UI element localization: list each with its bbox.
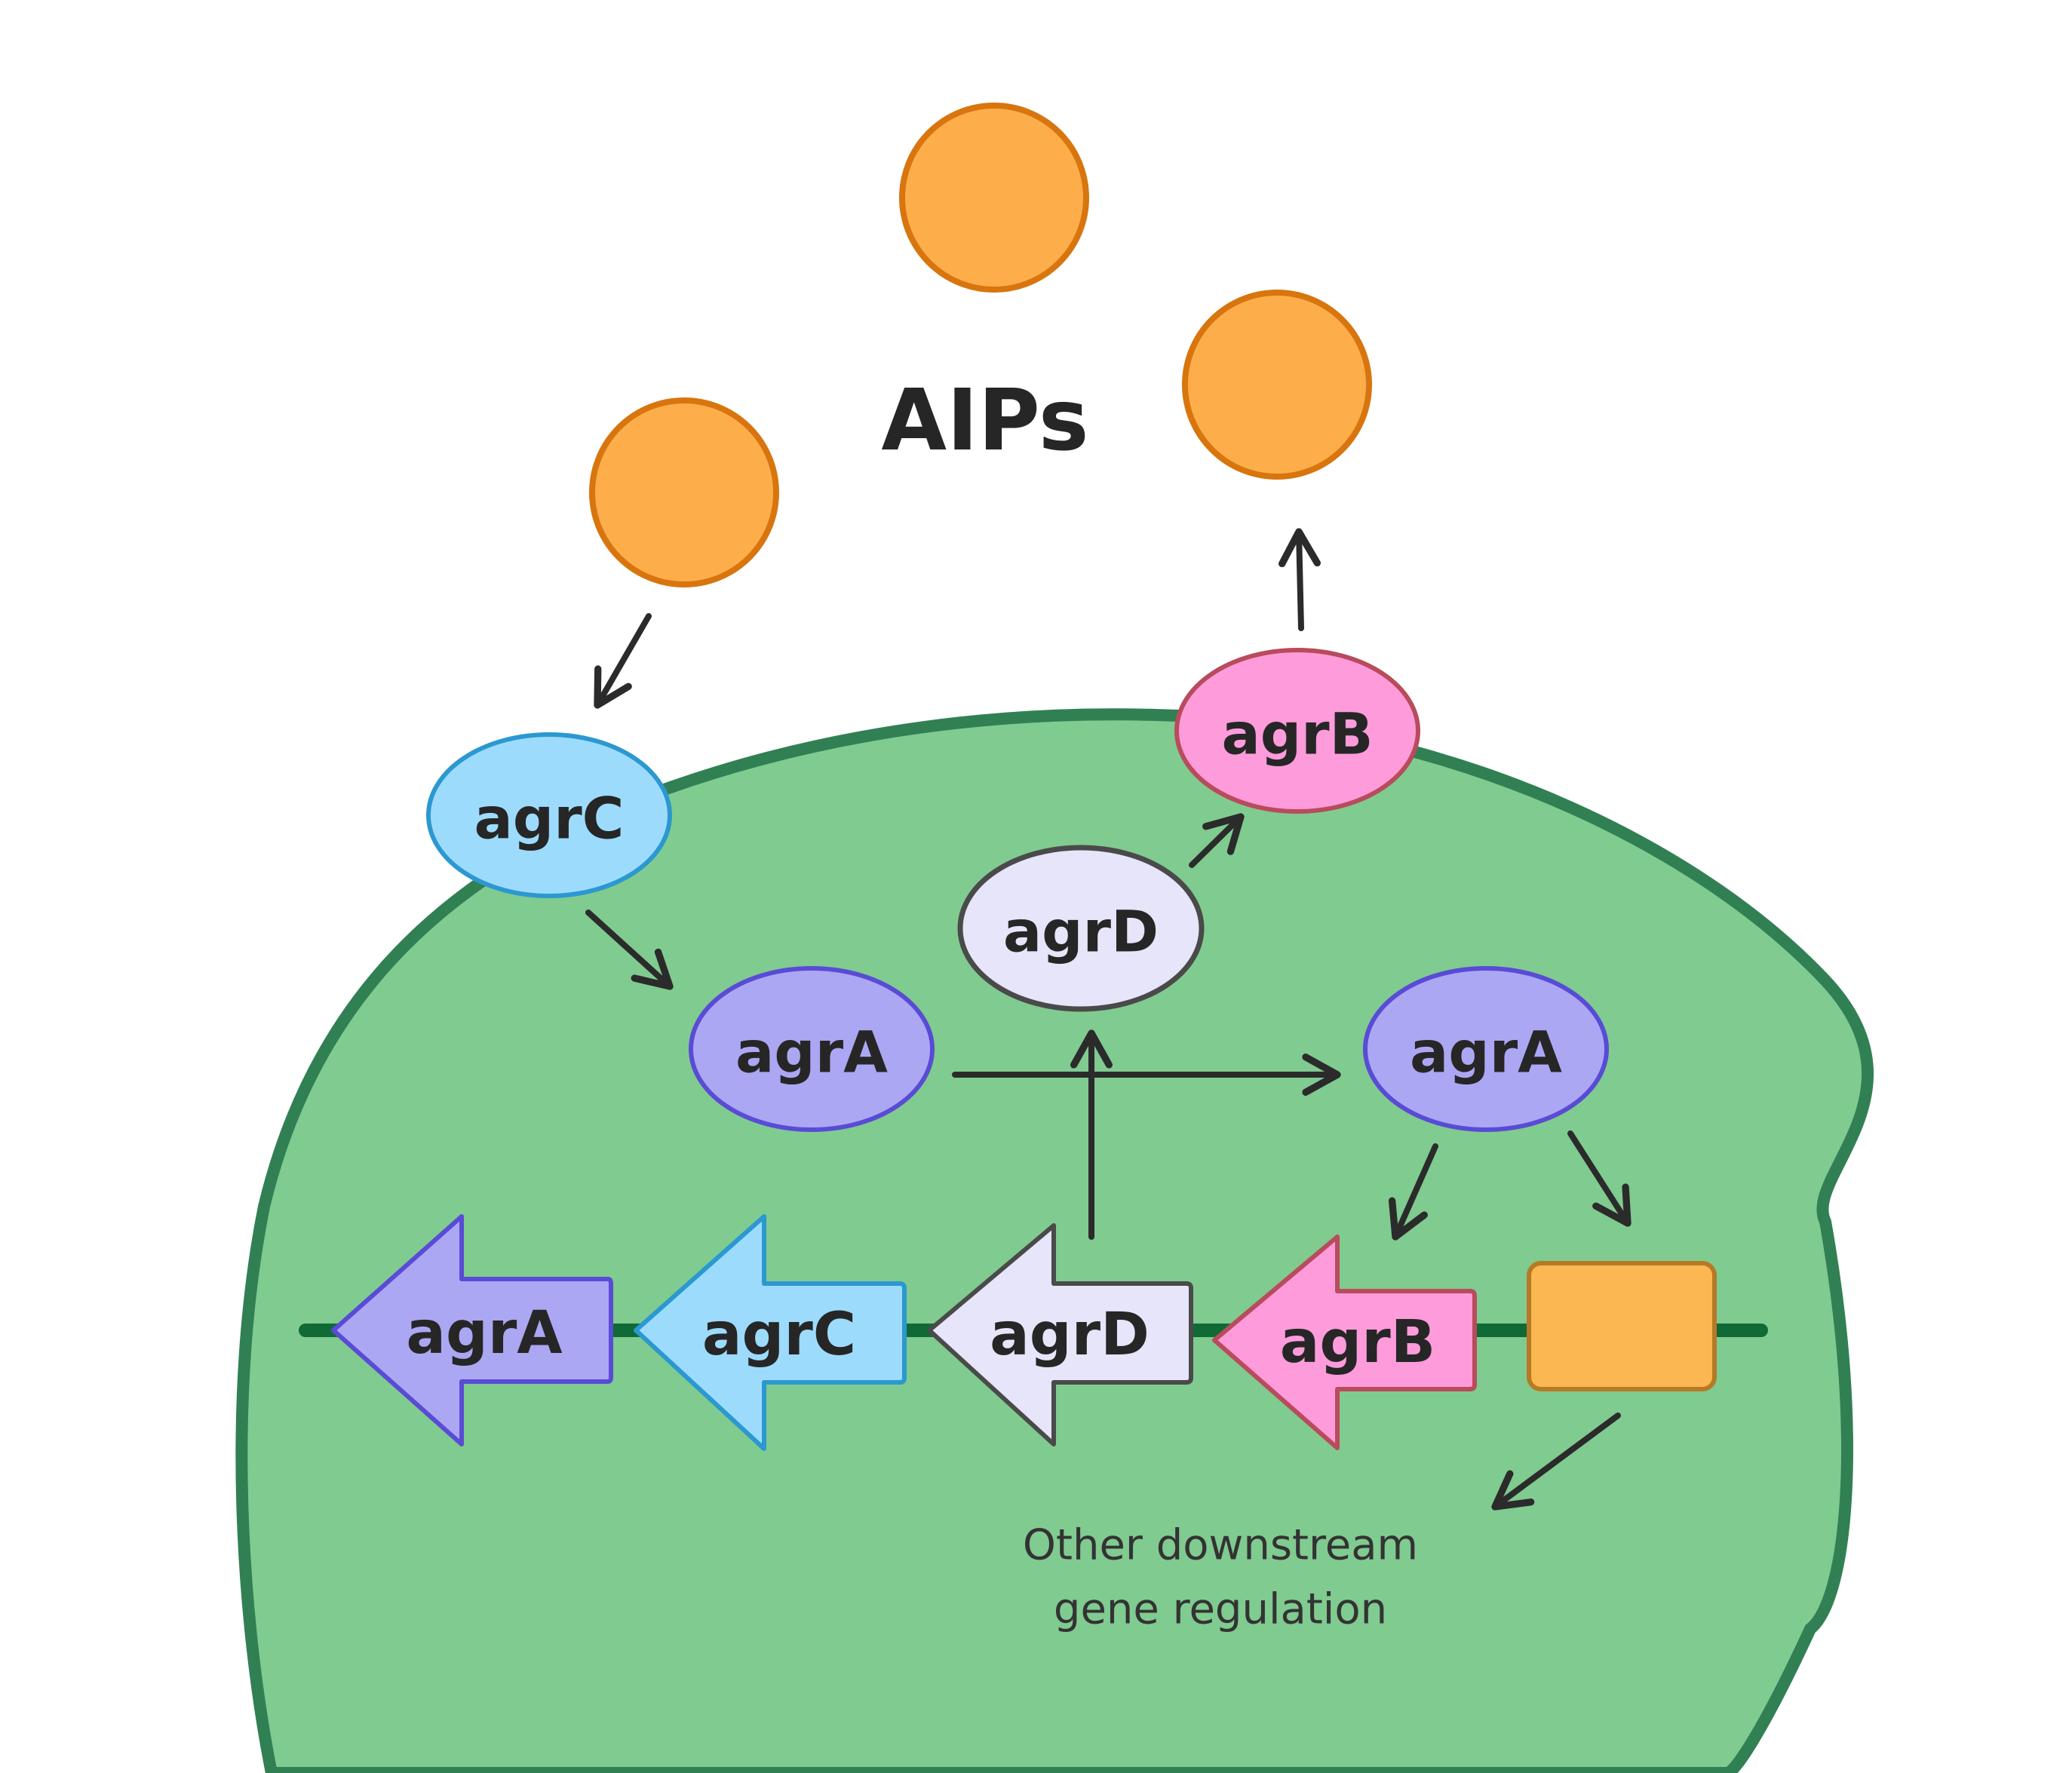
agrC-protein: agrC	[426, 732, 672, 898]
agrA-protein-right-label: agrA	[1410, 1019, 1562, 1086]
aip-molecule-left	[589, 397, 779, 587]
agrB-gene: agrB	[1212, 1235, 1477, 1450]
agrB-protein-label: agrB	[1221, 701, 1373, 768]
downstream-regulation-line1: Other downstream	[1023, 1521, 1418, 1570]
agrA-protein-right: agrA	[1363, 966, 1609, 1132]
agrA-gene: agrA	[331, 1214, 613, 1446]
agrB-gene-label: agrB	[1280, 1308, 1435, 1376]
agrD-protein-label: agrD	[1003, 898, 1159, 965]
arrow-box-to-regulation	[1491, 1413, 1621, 1511]
downstream-regulation-line2: gene regulation	[1054, 1585, 1387, 1634]
arrow-agrB-to-aip	[1278, 528, 1321, 631]
arrow-agrA-to-box	[1567, 1130, 1632, 1227]
agrA-protein-left-label: agrA	[735, 1019, 888, 1086]
arrow-agrA-to-agrB-gene	[1388, 1143, 1438, 1241]
aip-molecule-top	[899, 103, 1089, 293]
agrA-protein-left: agrA	[689, 966, 935, 1132]
arrow-agrD-to-agrB	[1189, 813, 1245, 868]
arrow-aip-to-agrC	[594, 613, 652, 709]
aip-molecule-right	[1182, 290, 1372, 480]
regulatory-region-box	[1527, 1261, 1717, 1391]
aips-title: AIPs	[881, 372, 1088, 470]
agrC-gene: agrC	[634, 1214, 907, 1451]
agrC-gene-label: agrC	[702, 1301, 856, 1369]
agrA-gene-label: agrA	[406, 1299, 562, 1367]
agrB-protein: agrB	[1174, 648, 1420, 814]
arrow-agrC-to-agrA	[585, 910, 674, 990]
agrD-protein: agrD	[957, 845, 1205, 1012]
agrD-gene: agrD	[927, 1223, 1193, 1446]
agrC-protein-label: agrC	[474, 785, 625, 852]
agrD-gene-label: agrD	[990, 1301, 1150, 1369]
